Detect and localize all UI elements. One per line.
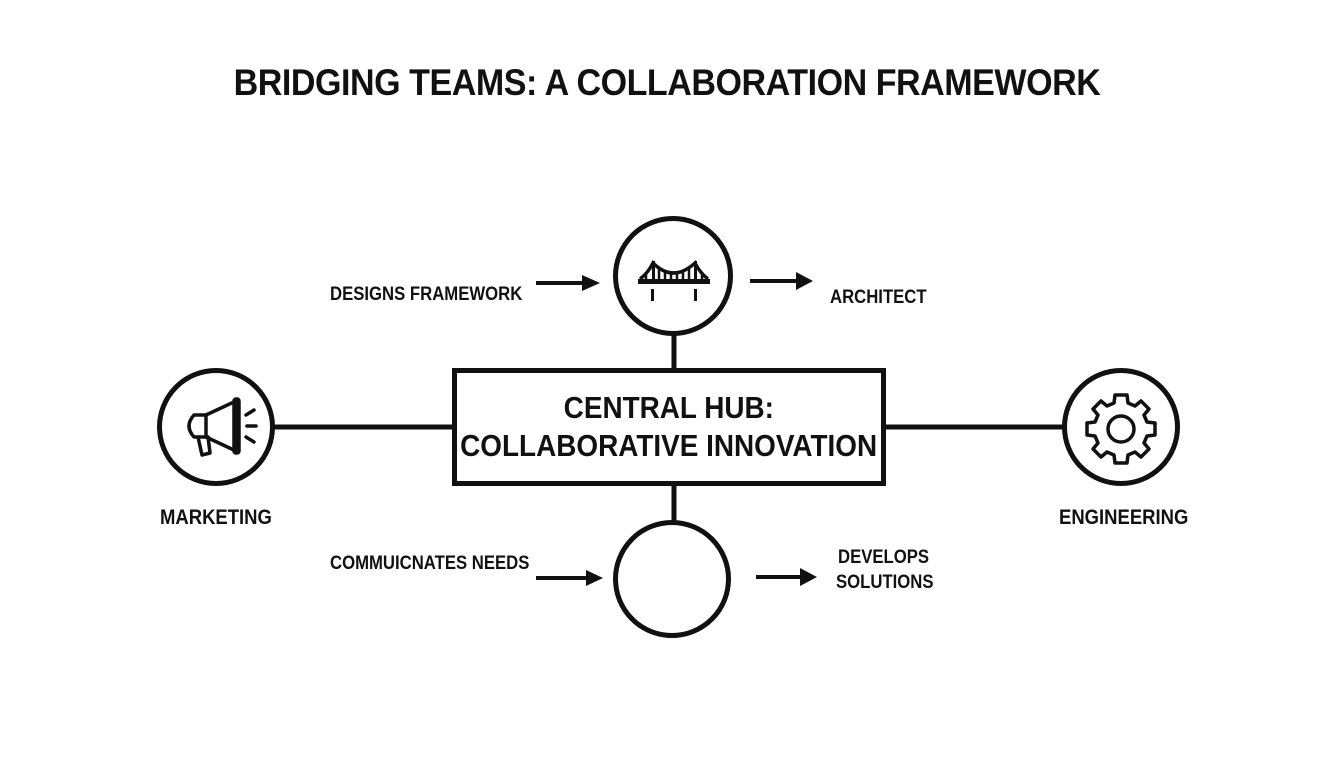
- megaphone-icon: [187, 397, 258, 457]
- central-hub: CENTRAL HUB: COLLABORATIVE INNOVATION: [452, 368, 886, 486]
- arrow-right-icon: [536, 570, 603, 586]
- communicates-needs-label: COMMUICNATES NEEDS: [330, 553, 530, 574]
- solutions-label: SOLUTIONS: [836, 572, 934, 593]
- architect-node: [613, 216, 733, 336]
- engineering-label: ENGINEERING: [1059, 506, 1189, 529]
- designs-framework-label: DESIGNS FRAMEWORK: [330, 284, 523, 305]
- develops-label: DEVELOPS: [838, 547, 930, 568]
- solutions-node: [613, 520, 731, 638]
- architect-label: ARCHITECT: [830, 287, 927, 308]
- hub-title-line1: CENTRAL HUB:: [563, 390, 775, 425]
- marketing-label: MARKETING: [160, 506, 272, 529]
- marketing-node: [157, 368, 275, 486]
- diagram-title: BRIDGING TEAMS: A COLLABORATION FRAMEWOR…: [233, 62, 1101, 103]
- gear-icon: [1085, 393, 1157, 465]
- hub-title-line2: COLLABORATIVE INNOVATION: [460, 428, 878, 463]
- bridge-icon: [638, 260, 710, 301]
- arrow-right-icon: [536, 275, 600, 291]
- arrow-right-icon: [750, 272, 813, 290]
- engineering-node: [1062, 368, 1180, 486]
- arrow-right-icon: [756, 568, 817, 586]
